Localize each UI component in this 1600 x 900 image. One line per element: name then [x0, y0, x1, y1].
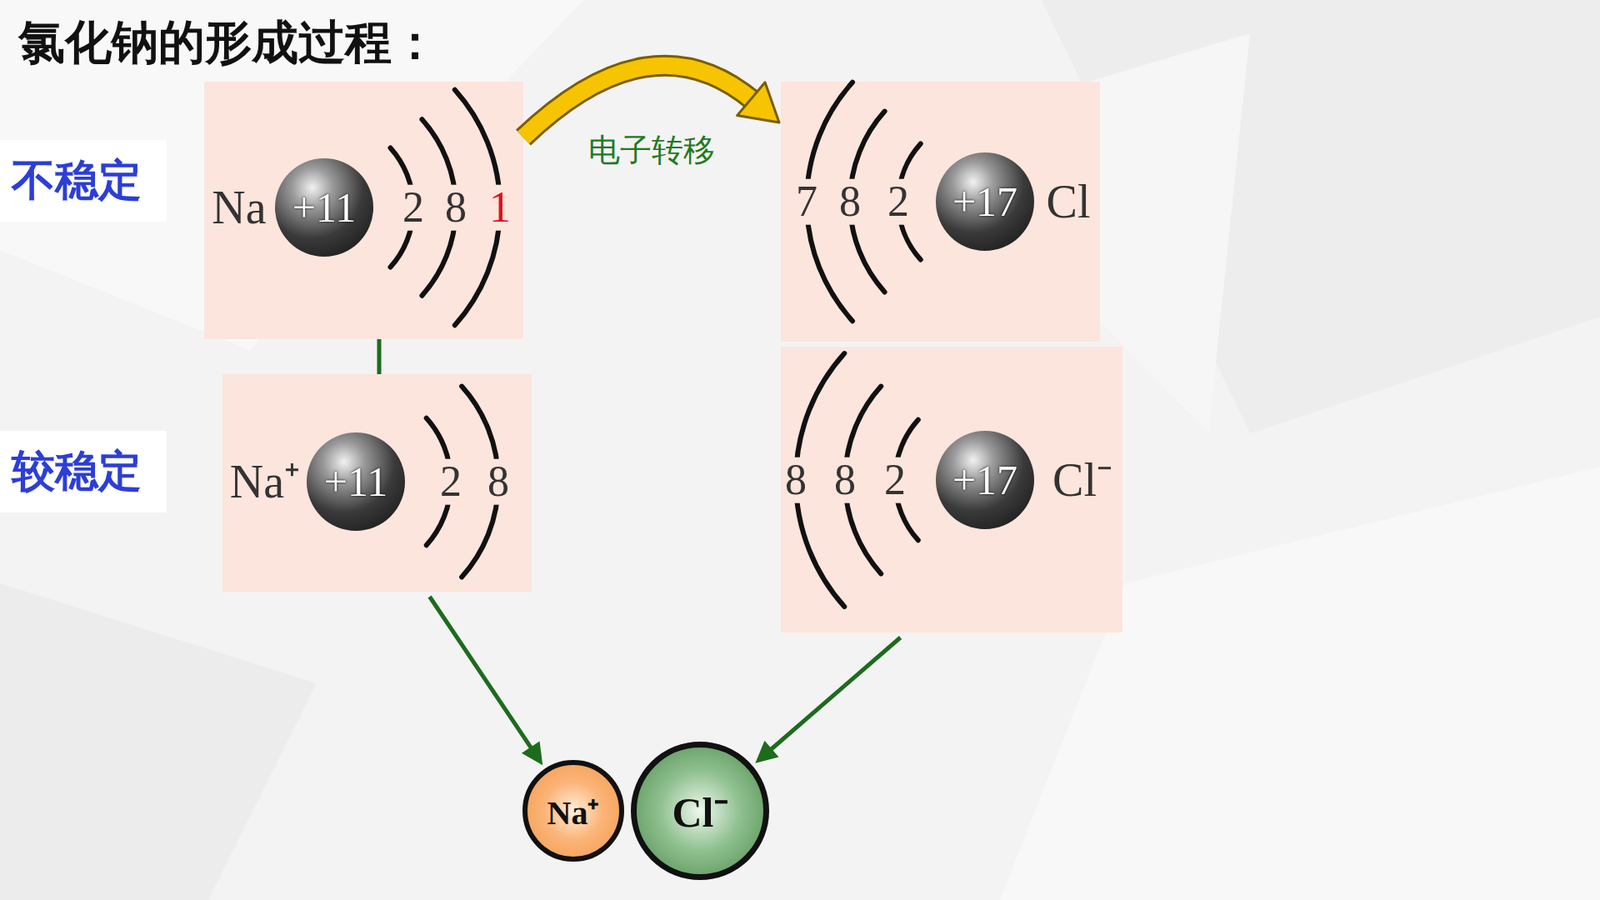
nucleus: +17	[935, 430, 1035, 530]
arrowhead	[737, 82, 780, 123]
electron-count: 7	[793, 179, 820, 225]
nuclear-charge: +11	[292, 183, 356, 232]
element-symbol: Na	[209, 183, 269, 233]
nuclear-charge: +11	[324, 457, 388, 506]
element-symbol: Cl	[1044, 177, 1094, 227]
electron-count: 2	[885, 179, 912, 225]
ion-panel: 882Cl⁻+17	[780, 346, 1123, 633]
nucleus: +11	[275, 158, 374, 257]
nuclear-charge: +17	[952, 455, 1018, 505]
arrow-body	[523, 65, 754, 138]
flow-connector	[430, 596, 544, 765]
electron-count: 1	[486, 185, 514, 231]
chloride-ion: Cl⁻	[630, 741, 770, 880]
panel-ground	[204, 81, 524, 340]
ion-panel: Na⁺ 28 +11	[222, 374, 532, 592]
sodium-ion: Na⁺	[522, 760, 625, 862]
connector-line	[377, 339, 382, 375]
atom-panel: 782 Cl +17	[780, 81, 1100, 342]
flow-connector	[379, 339, 380, 375]
panel-ground	[780, 346, 1123, 633]
electron-count: 2	[881, 457, 909, 504]
edge-label: 电子转移	[585, 129, 719, 172]
atom-panel: Na 281 +11	[204, 81, 524, 340]
stability-label: 较稳定	[0, 430, 167, 513]
electron-count: 8	[831, 457, 859, 504]
arrow-outline	[523, 65, 754, 138]
nucleus: +11	[306, 432, 405, 531]
nuclear-charge: +17	[952, 177, 1018, 226]
element-symbol: Cl⁻	[1050, 455, 1115, 505]
electron-transfer-arrow	[523, 65, 780, 138]
arrowhead	[755, 740, 779, 764]
ion-symbol: Cl⁻	[672, 782, 729, 840]
nucleus: +17	[935, 152, 1035, 251]
electron-count: 2	[400, 185, 427, 231]
diagram-title: 氯化钠的形成过程：	[18, 11, 439, 75]
connector-line	[769, 637, 901, 751]
electron-count: 8	[442, 185, 470, 231]
electron-count: 8	[836, 179, 864, 225]
arrowhead	[521, 740, 543, 765]
panel-ground	[780, 81, 1100, 342]
panel-ground	[222, 374, 532, 592]
stability-label: 不稳定	[0, 140, 167, 222]
ion-symbol: Na⁺	[547, 788, 600, 835]
electron-count: 2	[437, 459, 465, 505]
flow-connector	[755, 637, 900, 764]
electron-count: 8	[782, 457, 810, 504]
connector-line	[430, 596, 533, 750]
element-symbol: Na⁺	[227, 457, 303, 507]
electron-count: 8	[485, 459, 512, 505]
